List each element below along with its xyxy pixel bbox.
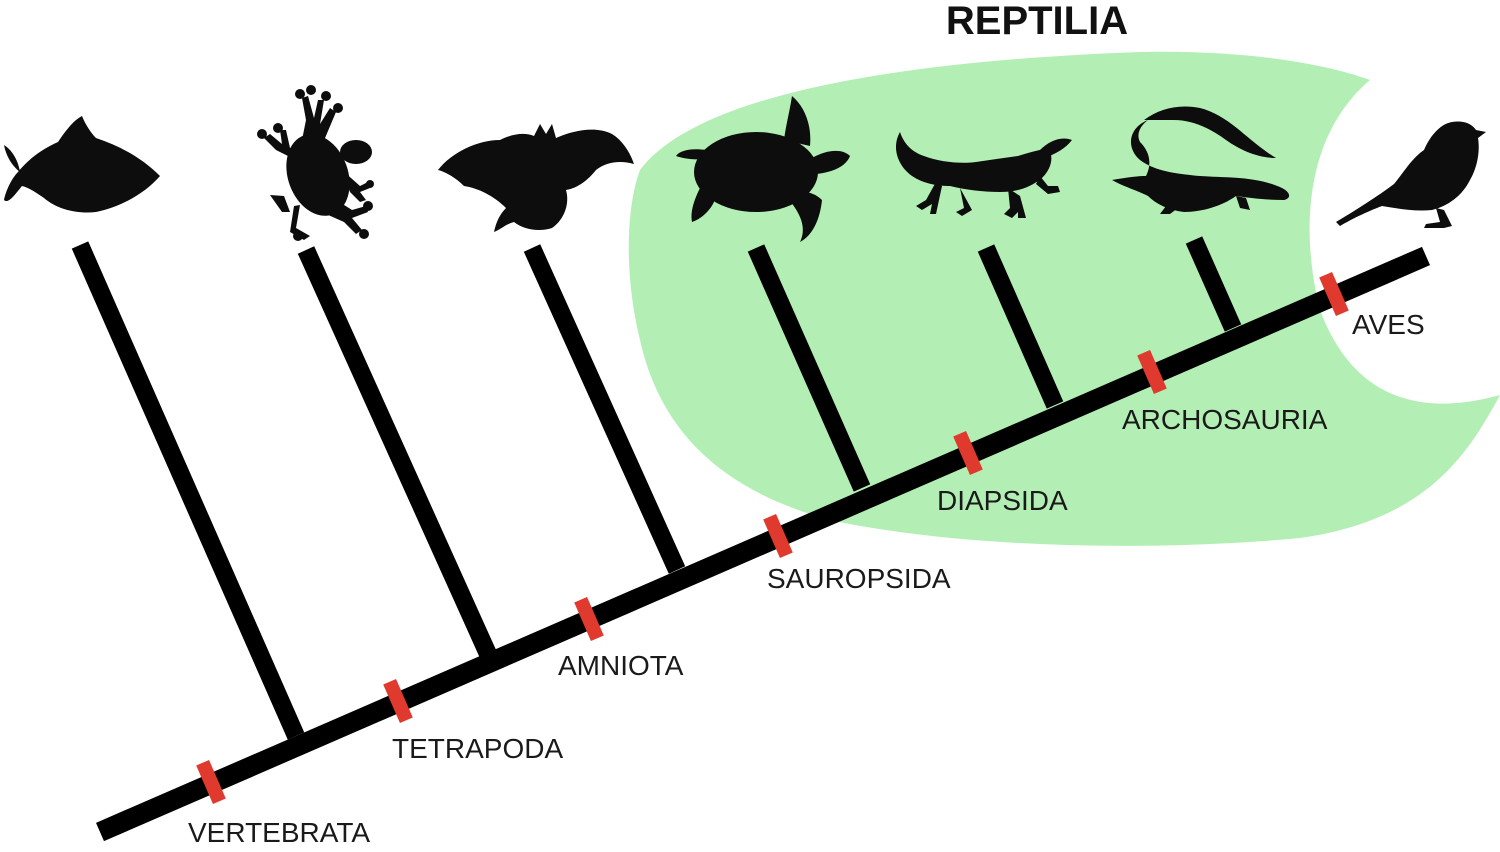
tick-aves [1319, 271, 1349, 317]
fish-icon [4, 116, 160, 213]
branch-crocodile [1185, 236, 1242, 332]
tick-sauropsida [763, 513, 793, 559]
reptilia-title: REPTILIA [946, 0, 1128, 43]
main-axis-branch [96, 246, 1430, 842]
branch-lizard [977, 244, 1064, 409]
tick-vertebrata [196, 759, 226, 805]
branch-turtle [747, 244, 871, 492]
label-aves: AVES [1352, 309, 1425, 340]
label-amniota: AMNIOTA [558, 650, 684, 681]
label-vertebrata: VERTEBRATA [188, 817, 370, 848]
label-archosauria: ARCHOSAURIA [1122, 404, 1328, 435]
tick-amniota [574, 596, 604, 642]
turtle-icon [676, 96, 850, 242]
bird-icon [1336, 121, 1486, 228]
lizard-icon [896, 132, 1072, 218]
branch-frog [297, 246, 497, 658]
branch-bat [523, 244, 686, 574]
label-tetrapoda: TETRAPODA [392, 733, 563, 764]
label-diapsida: DIAPSIDA [937, 485, 1068, 516]
label-sauropsida: SAUROPSIDA [767, 563, 951, 594]
crocodile-icon [1112, 106, 1290, 214]
tick-archosauria [1137, 349, 1167, 395]
frog-icon [257, 85, 374, 241]
branch-fish [71, 241, 305, 740]
bat-icon [438, 124, 634, 232]
tick-diapsida [953, 430, 983, 476]
reptilia-region [628, 51, 1500, 546]
tick-tetrapoda [383, 678, 413, 724]
